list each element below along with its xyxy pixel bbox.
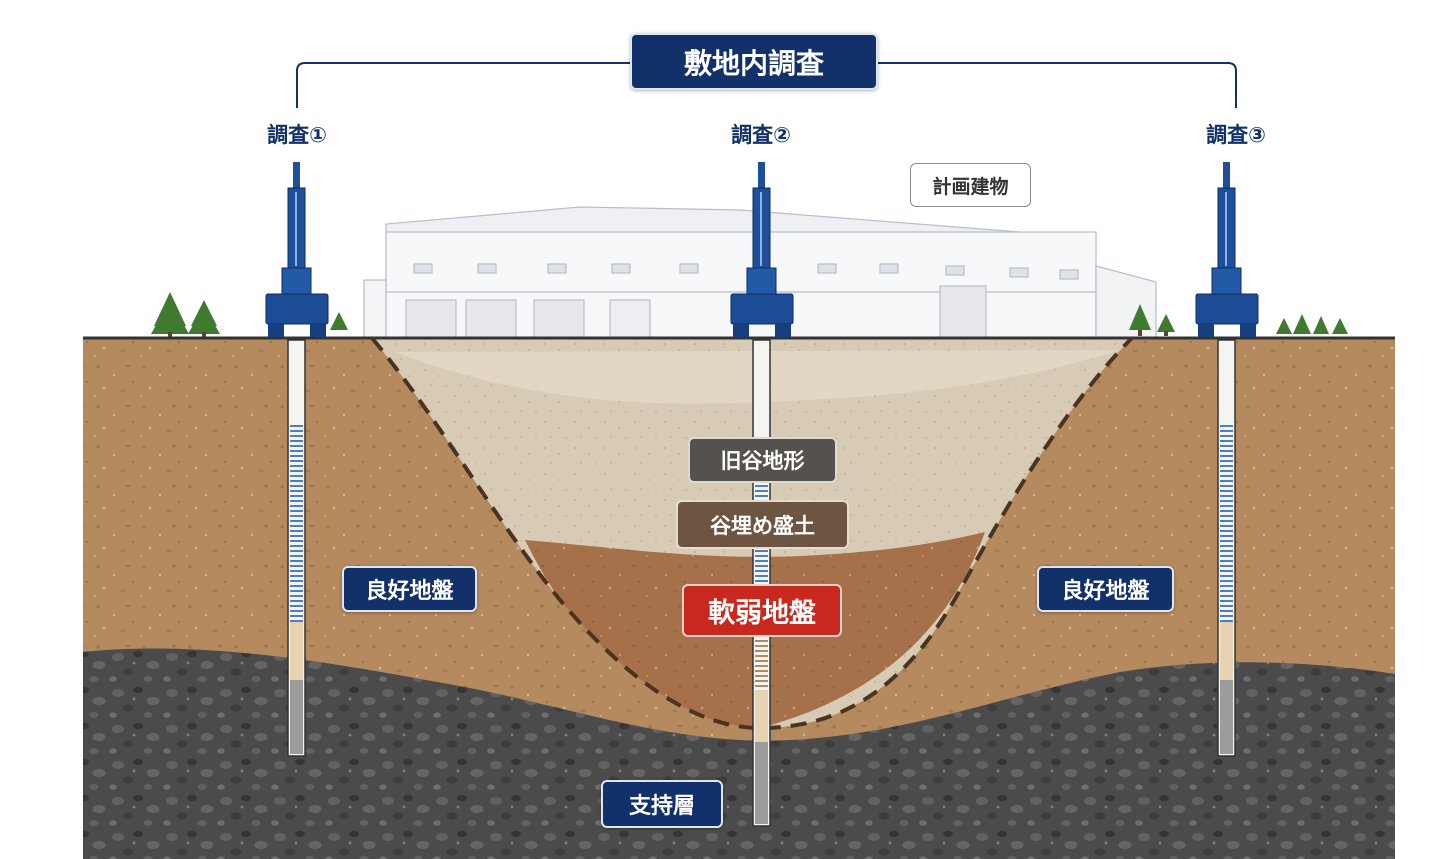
borehole-1 xyxy=(287,339,306,757)
old-valley-boundary xyxy=(370,336,1134,731)
good-ground-left-label: 良好地盤 xyxy=(342,566,477,612)
trees xyxy=(151,292,1348,337)
survey-2-label: 調査② xyxy=(731,123,791,147)
old-valley-label: 旧谷地形 xyxy=(688,437,837,483)
good-ground-right-label: 良好地盤 xyxy=(1037,566,1174,612)
drilling-rig-1 xyxy=(265,162,329,337)
survey-1-label: 調査① xyxy=(267,123,327,147)
support-layer-label: 支持層 xyxy=(601,780,723,828)
borehole-3 xyxy=(1217,339,1236,757)
planned-building xyxy=(363,206,1157,339)
borehole-2 xyxy=(752,339,771,827)
planned-building-label: 計画建物 xyxy=(910,163,1031,207)
survey-3-label: 調査③ xyxy=(1206,123,1266,147)
site-survey-title: 敷地内調査 xyxy=(630,33,878,90)
drilling-rig-2 xyxy=(730,162,794,337)
soft-ground-label: 軟弱地盤 xyxy=(682,584,842,637)
fill-layer-label: 谷埋め盛土 xyxy=(676,500,849,549)
header-connector-line xyxy=(296,62,1237,108)
drilling-rig-3 xyxy=(1195,162,1259,337)
